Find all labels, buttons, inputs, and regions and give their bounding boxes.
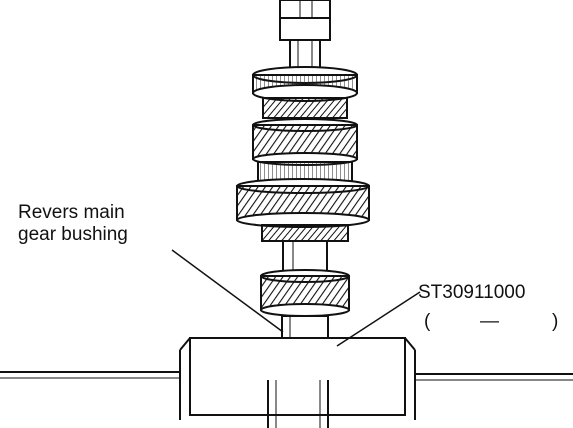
tool-alternate-number: ( — ) — [416, 311, 566, 333]
press-ram — [279, 0, 331, 69]
leader-lines — [171, 249, 421, 347]
bushing-callout-line-1: Revers main — [18, 202, 125, 223]
paren-close: ) — [552, 311, 559, 332]
bushing-callout: Revers main gear bushing — [18, 202, 128, 246]
middle-gear — [236, 178, 370, 242]
bushing-leader-line — [171, 249, 284, 333]
paren-open: ( — [424, 311, 431, 332]
reverse-main-gear — [260, 269, 350, 317]
synchronizer-ring — [252, 66, 358, 119]
tool-number-label: ST30911000 — [418, 282, 526, 303]
tool-leader-line — [336, 291, 421, 347]
tool-alt-value: — — [480, 311, 499, 332]
press-bed — [0, 337, 573, 428]
upper-gear — [252, 118, 358, 183]
main-shaft — [282, 240, 328, 274]
bushing-callout-line-2: gear bushing — [18, 224, 128, 245]
